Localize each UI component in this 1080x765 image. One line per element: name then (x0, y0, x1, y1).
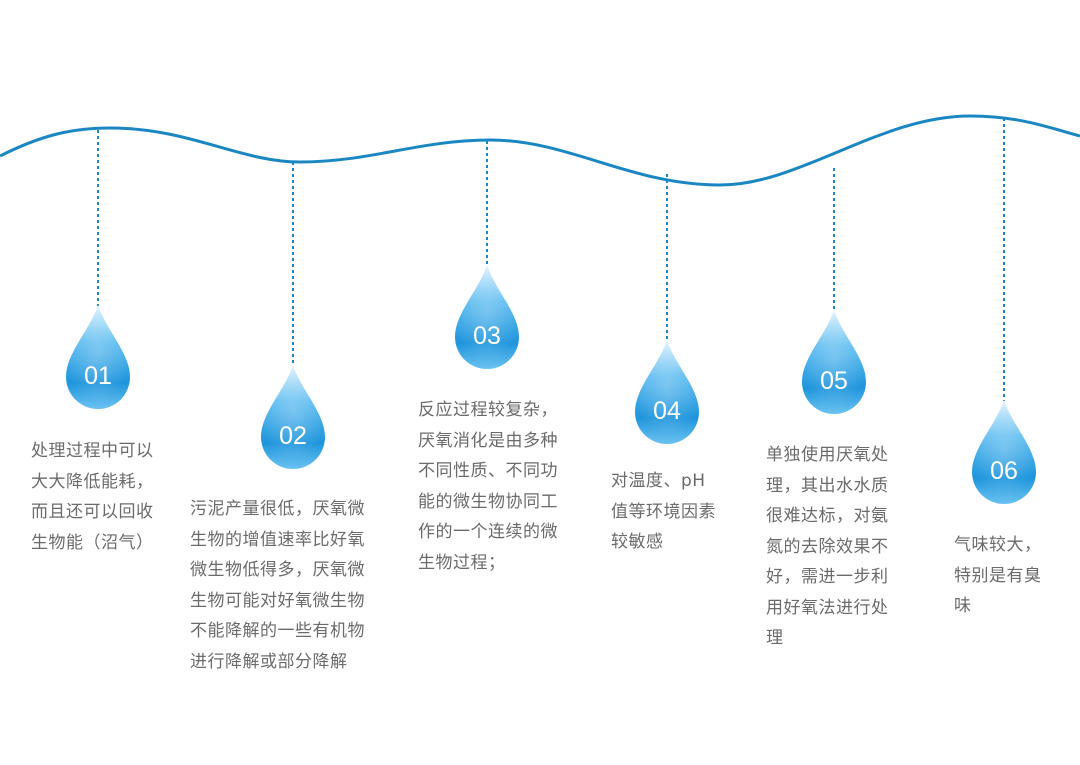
description-05: 单独使用厌氧处 理，其出水水质 很难达标，对氨 氮的去除效果不 好，需进一步利 … (766, 445, 889, 648)
water-drop-icon (972, 400, 1036, 504)
drop-06: 06 (972, 400, 1036, 505)
step-number: 06 (990, 457, 1018, 485)
drop-02: 02 (261, 365, 325, 470)
description-02: 污泥产量很低，厌氧微 生物的增值速率比好氧 微生物低得多，厌氧微 生物可能对好氧… (190, 499, 365, 672)
description-03: 反应过程较复杂， 厌氧消化是由多种 不同性质、不同功 能的微生物协同工 作的一个… (418, 400, 558, 573)
water-drop-icon (261, 365, 325, 469)
water-drop-icon (802, 310, 866, 414)
step-number: 05 (820, 367, 848, 395)
water-drop-icon (455, 265, 519, 369)
step-number: 04 (653, 397, 681, 425)
water-drop-icon (635, 340, 699, 444)
step-number: 03 (473, 322, 501, 350)
description-01: 处理过程中可以 大大降低能耗， 而且还可以回收 生物能（沼气） (31, 441, 154, 553)
drop-01: 01 (66, 305, 130, 410)
step-number: 02 (279, 422, 307, 450)
drop-04: 04 (635, 340, 699, 445)
description-04: 对温度、pH 值等环境因素 较敏感 (611, 471, 716, 552)
description-06: 气味较大， 特别是有臭 味 (954, 535, 1042, 616)
water-drop-icon (66, 305, 130, 409)
step-number: 01 (84, 362, 112, 390)
drop-03: 03 (455, 265, 519, 370)
drop-05: 05 (802, 310, 866, 415)
